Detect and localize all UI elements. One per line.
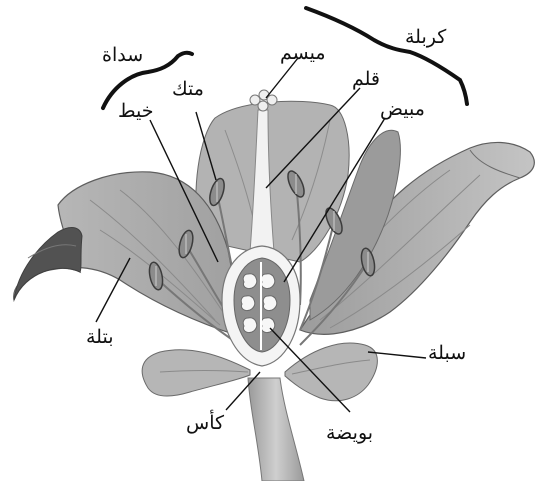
label-stamen: سداة: [102, 46, 143, 65]
left-petal-curl: [14, 227, 82, 300]
label-anther: متك: [172, 80, 204, 99]
label-stigma: ميسم: [280, 44, 326, 63]
label-carpel: كربلة: [405, 28, 446, 47]
label-filament: خيط: [118, 102, 154, 121]
leader-stigma: [266, 58, 298, 98]
stem: [248, 378, 304, 481]
label-sepal: سبلة: [428, 344, 466, 363]
label-petal: بتلة: [86, 328, 114, 347]
carpel-bracket: [306, 8, 467, 104]
label-calyx: كأس: [186, 414, 224, 433]
left-sepal: [142, 350, 250, 396]
label-ovary: مبيض: [380, 100, 425, 119]
label-ovule: بويضة: [326, 424, 373, 443]
label-style: قلم: [352, 70, 380, 89]
